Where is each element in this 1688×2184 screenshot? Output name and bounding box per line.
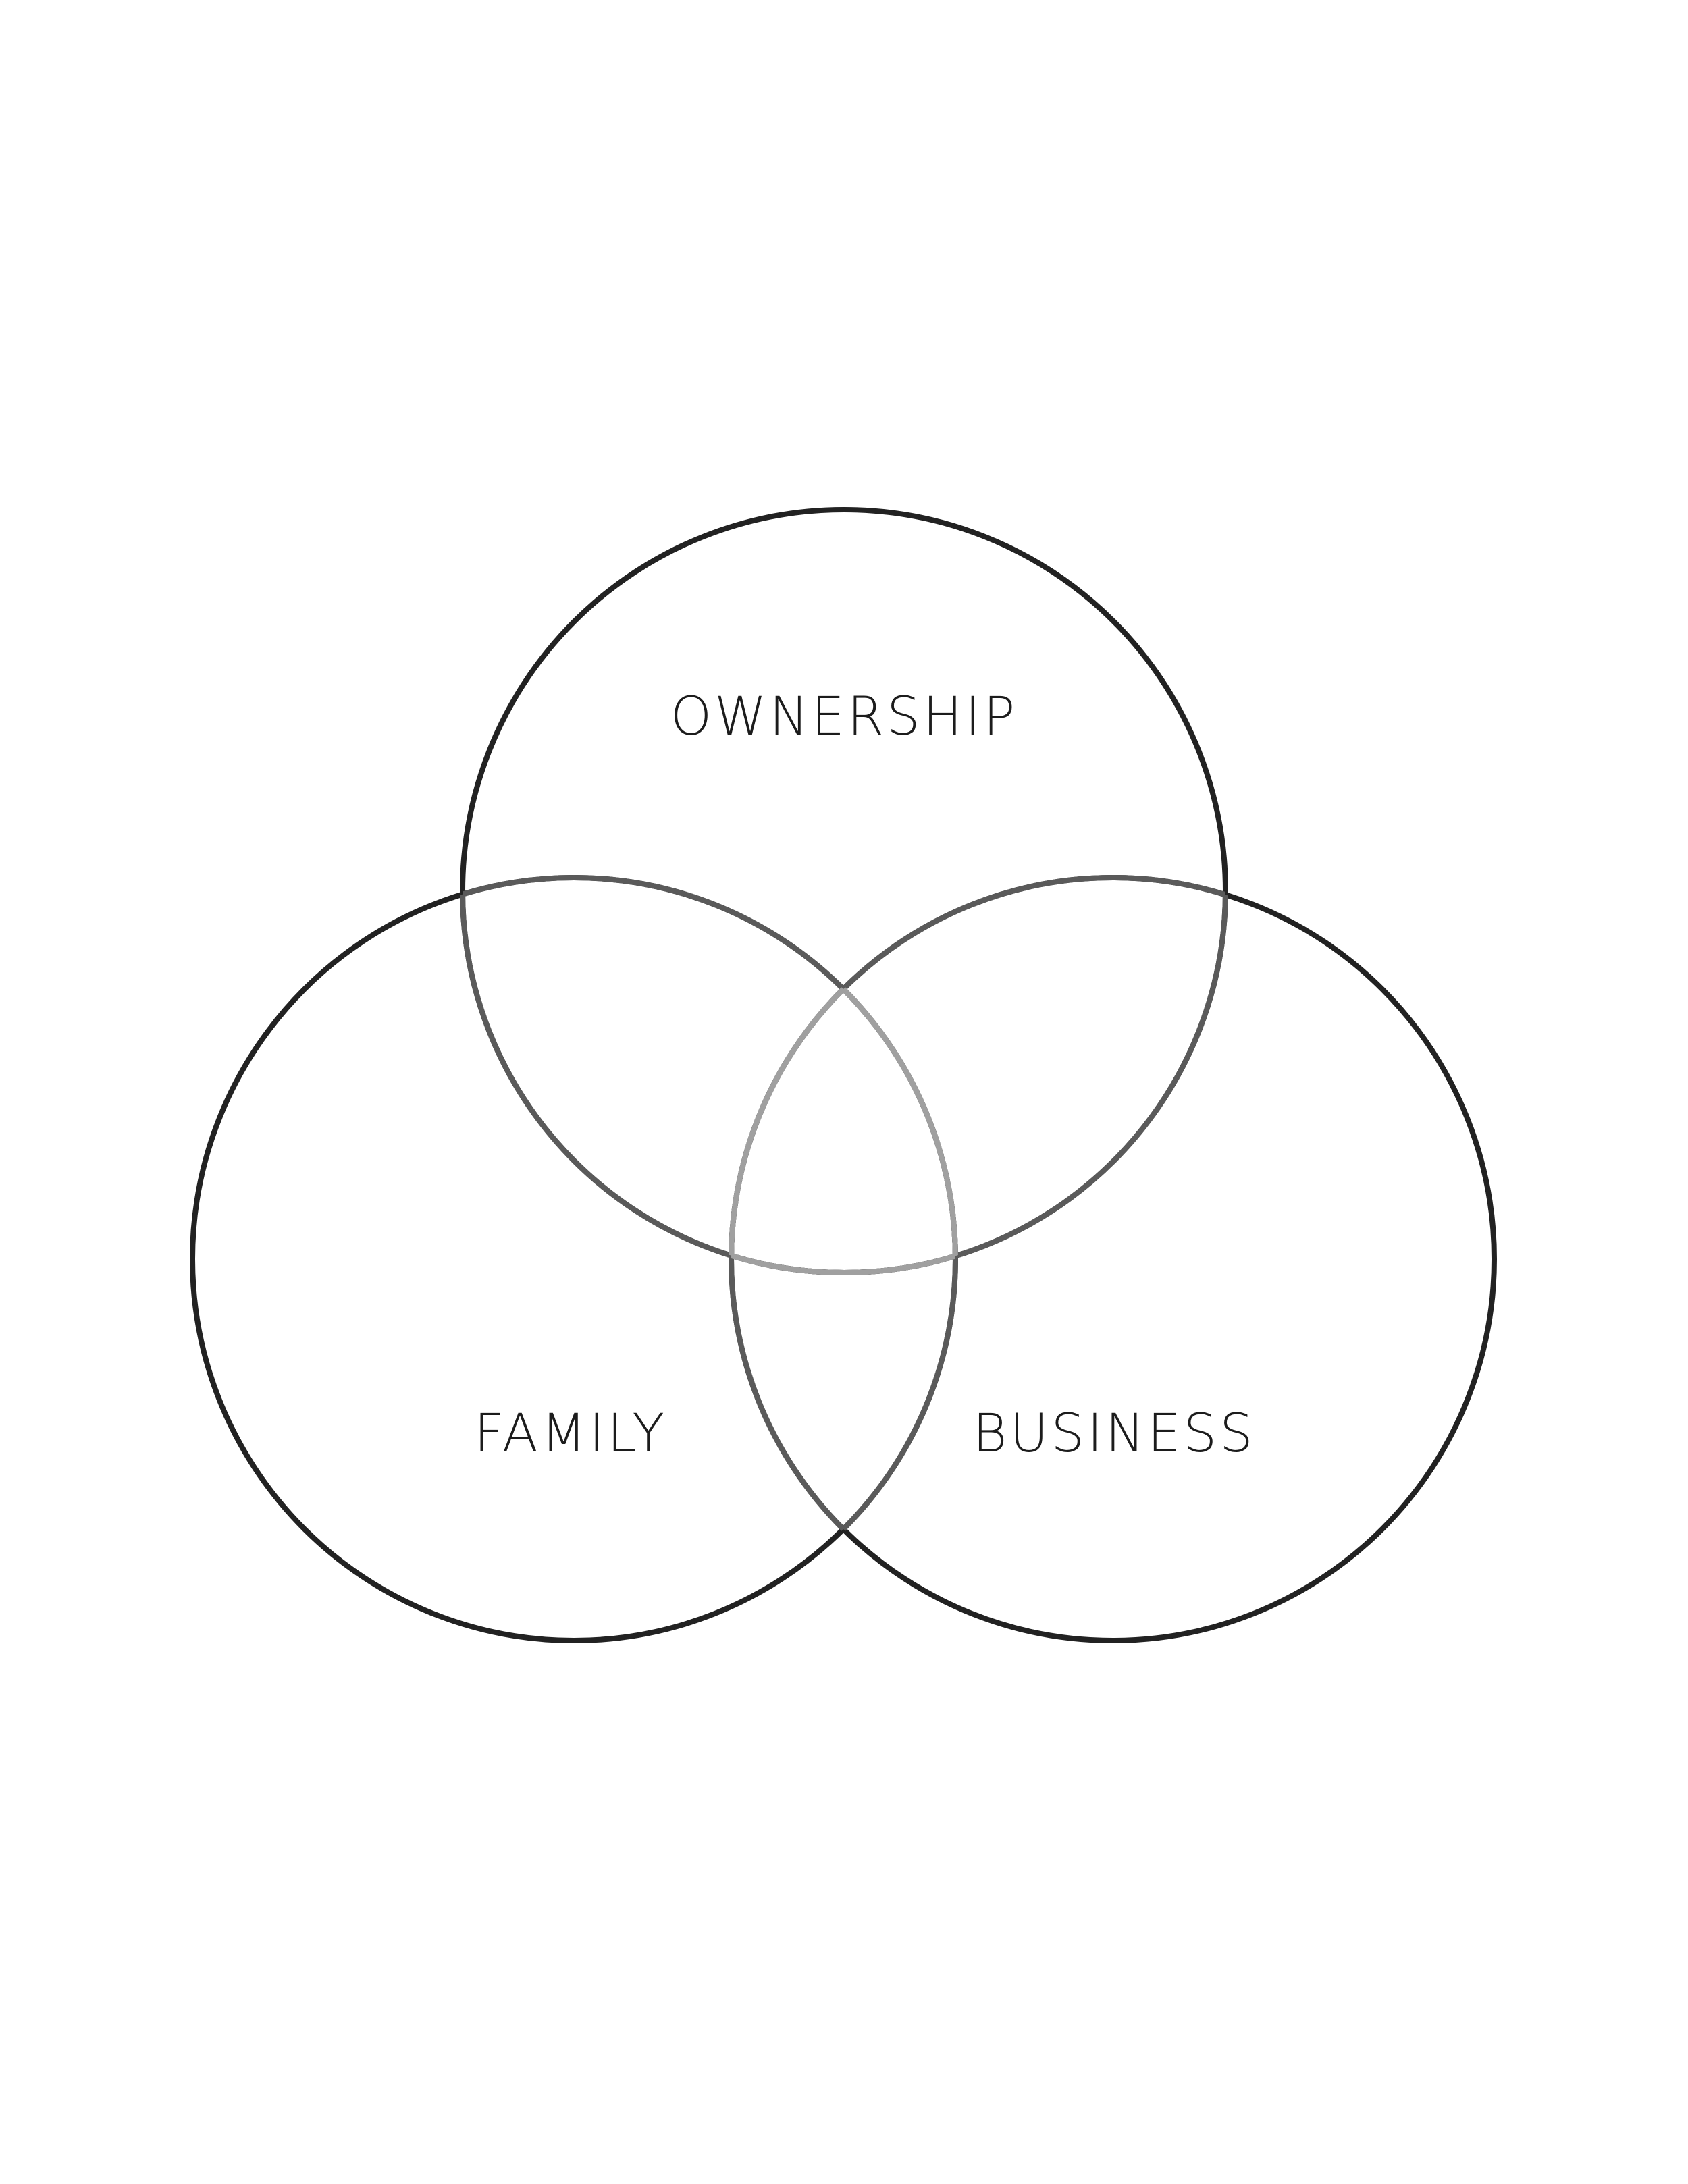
business-label: BUSINESS (972, 1404, 1255, 1464)
ownership-arc-center (731, 878, 955, 1275)
family-arc-in-business (731, 878, 958, 1641)
business-arc-in-family (729, 878, 955, 1641)
overlap-arcs (460, 875, 1228, 1641)
family-label: FAMILY (474, 1404, 667, 1464)
ownership-arc-in-family (460, 878, 955, 1275)
ownership-circle (460, 507, 1228, 1275)
ownership-label: OWNERSHIP (670, 687, 1018, 747)
ownership-arc-in-business (731, 878, 1228, 1275)
